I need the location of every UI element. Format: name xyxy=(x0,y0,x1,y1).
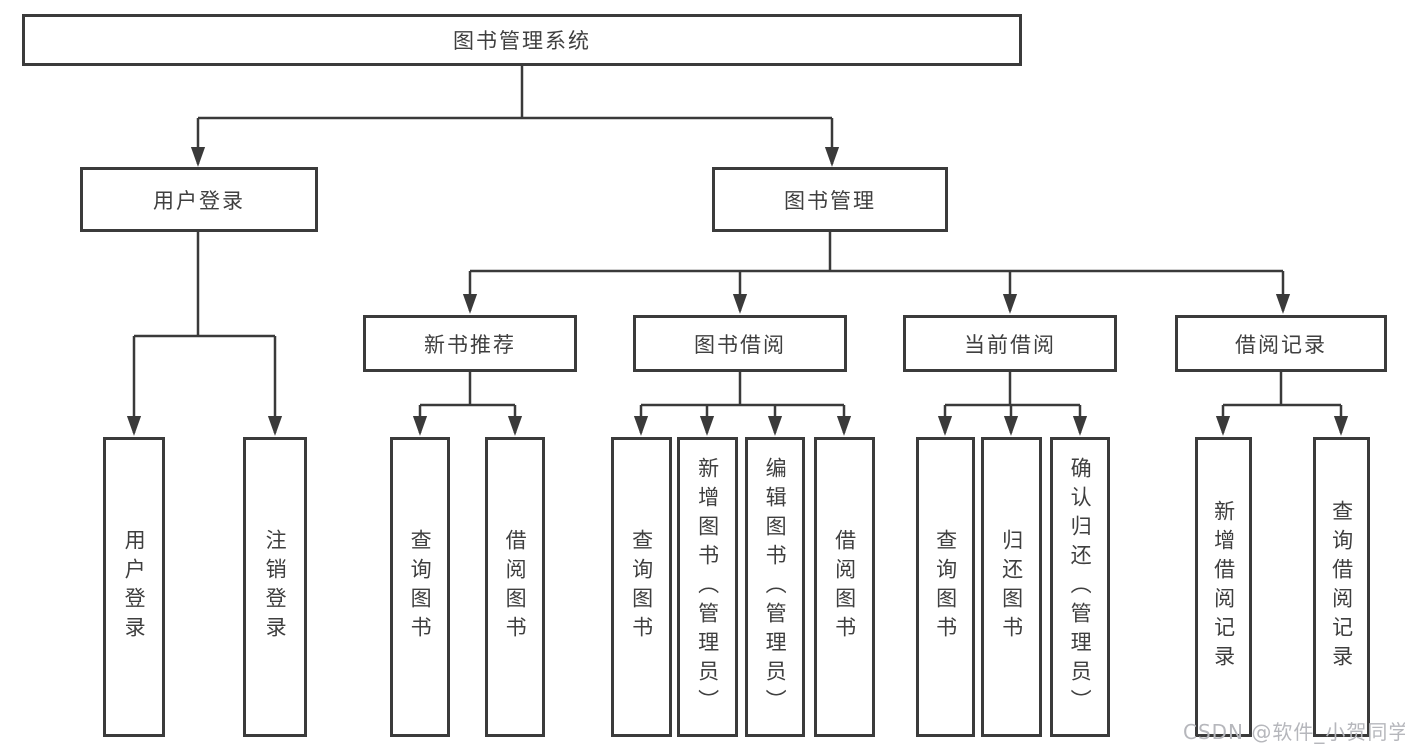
node-label: 借阅图书 xyxy=(832,529,857,645)
node-label: 归还图书 xyxy=(999,529,1024,645)
leaf-query-books-recommend: 查询图书 xyxy=(390,437,450,737)
node-label: 查询图书 xyxy=(933,529,958,645)
node-label: 注销登录 xyxy=(263,529,288,645)
leaf-borrow-books-recommend: 借阅图书 xyxy=(485,437,545,737)
node-label: 用户登录 xyxy=(122,529,147,645)
node-label: 查询图书 xyxy=(408,529,433,645)
leaf-borrow-books: 借阅图书 xyxy=(814,437,875,737)
node-label: 当前借阅 xyxy=(964,332,1056,357)
node-current-borrow: 当前借阅 xyxy=(903,315,1117,372)
csdn-watermark: CSDN @软件_小贺同学 xyxy=(1183,720,1405,744)
node-book-management: 图书管理 xyxy=(712,167,948,232)
node-label: 查询图书 xyxy=(629,529,654,645)
node-label: 借阅图书 xyxy=(503,529,528,645)
leaf-query-books-current: 查询图书 xyxy=(916,437,975,737)
leaf-query-borrow-record: 查询借阅记录 xyxy=(1313,437,1370,737)
node-borrow-records: 借阅记录 xyxy=(1175,315,1387,372)
leaf-return-book: 归还图书 xyxy=(981,437,1042,737)
node-label: 借阅记录 xyxy=(1235,332,1327,357)
leaf-confirm-return-admin: 确认归还（管理员） xyxy=(1050,437,1110,737)
node-label: 查询借阅记录 xyxy=(1329,500,1354,674)
node-label: 图书管理 xyxy=(784,188,876,213)
leaf-user-login: 用户登录 xyxy=(103,437,165,737)
node-label: 新增图书（管理员） xyxy=(695,456,720,718)
node-new-book-recommend: 新书推荐 xyxy=(363,315,577,372)
node-label: 编辑图书（管理员） xyxy=(763,456,788,718)
node-user-login: 用户登录 xyxy=(80,167,318,232)
leaf-edit-book-admin: 编辑图书（管理员） xyxy=(745,437,805,737)
leaf-add-borrow-record: 新增借阅记录 xyxy=(1195,437,1252,737)
node-label: 确认归还（管理员） xyxy=(1068,456,1093,718)
leaf-query-books-borrow: 查询图书 xyxy=(611,437,672,737)
node-label: 图书借阅 xyxy=(694,332,786,357)
node-label: 新书推荐 xyxy=(424,332,516,357)
leaf-add-book-admin: 新增图书（管理员） xyxy=(677,437,738,737)
leaf-logout: 注销登录 xyxy=(243,437,307,737)
node-library-system: 图书管理系统 xyxy=(22,14,1022,66)
node-label: 用户登录 xyxy=(153,188,245,213)
node-label: 新增借阅记录 xyxy=(1211,500,1236,674)
node-book-borrow: 图书借阅 xyxy=(633,315,847,372)
node-label: 图书管理系统 xyxy=(453,29,591,53)
